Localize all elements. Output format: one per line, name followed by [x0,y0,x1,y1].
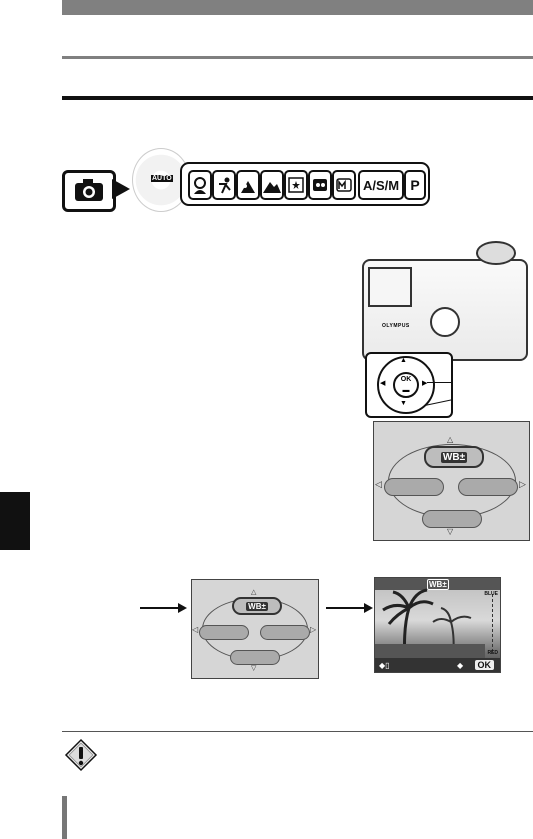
landscape-portrait-icon [236,170,260,200]
left-triangle-icon-small: ◁ [192,625,199,634]
page-edge-bar [62,796,67,839]
arrow-pad-callout: OK▬ ▲ ▼ ◀ ▶ [365,352,453,418]
up-triangle-icon: △ [447,435,454,444]
asm-mode-key: A/S/M [358,170,404,200]
preview-top-bar [375,578,500,590]
landscape-icon [260,170,284,200]
chapter-tab [0,492,30,550]
shooting-mode-camera-icon [62,170,116,212]
mode-dial-knob [476,241,516,265]
menu-slot-left-small [199,625,249,640]
right-triangle-icon-small: ▷ [310,625,317,634]
preview-wb-icon: WB± [427,579,449,590]
left-triangle-icon: ◁ [375,479,382,489]
title-rule [62,96,533,100]
flow-arrow-1 [140,607,178,609]
menu-slot-right-small [260,625,310,640]
section-rule [62,56,533,59]
camera-brand-label: OLYMPUS [382,323,410,329]
palm-trees-image [375,588,485,660]
flow-arrowhead-2 [364,603,373,613]
caution-icon [64,738,98,772]
scale-bottom-label: RED [487,650,498,656]
left-arrow-icon: ◀ [380,380,386,387]
up-arrow-icon: ▲ [400,357,407,364]
ok-button-label: OK [400,376,412,383]
leader-line-right [427,382,453,383]
flow-arrowhead-1 [178,603,187,613]
wb-icon: WB± [440,451,468,463]
wb-menu-item-small: WB± [232,597,282,615]
program-mode-key: P [404,170,426,200]
header-bar [62,0,533,15]
portrait-icon [188,170,212,200]
camera-lcd [368,267,412,307]
wb-preview-screen: WB± BLUE RED ◆▯ ◆ OK [374,577,501,673]
preview-bottom-bar [375,658,500,672]
adjust-arrows-icon: ◆▯ [379,661,390,670]
right-triangle-icon: ▷ [519,479,526,489]
down-triangle-icon: ▽ [447,527,454,536]
wb-icon-small: WB± [246,601,268,611]
down-arrow-icon: ▼ [400,400,407,407]
up-triangle-icon-small: △ [251,589,257,596]
note-rule [62,731,533,732]
wb-scale [484,594,493,652]
wb-menu-small: WB± △ ▽ ◁ ▷ [191,579,319,679]
dial-auto-label: AUTO [151,175,173,182]
menu-slot-right [458,478,518,496]
scale-top-label: BLUE [484,591,498,597]
mode-dial-strip: AUTO A/S/M P [62,148,430,212]
my-mode-icon [332,170,356,200]
camera-arrow-pad [430,307,460,337]
preview-ok-button: OK [474,660,494,670]
down-triangle-icon-small: ▽ [251,665,257,672]
self-portrait-icon [308,170,332,200]
menu-slot-bottom-small [230,650,280,665]
arrow-pad-ring [377,356,435,414]
right-arrow-icon: ▶ [422,380,428,387]
scene-mode-strip: A/S/M P [180,162,430,206]
ok-button-icon: OK▬ [393,372,419,398]
wb-menu-item: WB± [424,446,484,468]
menu-slot-left [384,478,444,496]
menu-slot-bottom [422,510,482,528]
camera-back-illustration: OLYMPUS [356,231,529,361]
wb-menu-large: WB± △ ▽ ◁ ▷ [373,421,530,541]
night-scene-icon [284,170,308,200]
sports-icon [212,170,236,200]
arrow-right-icon [112,179,130,199]
flow-arrow-2 [326,607,364,609]
confirm-diamond-icon: ◆ [457,661,464,670]
